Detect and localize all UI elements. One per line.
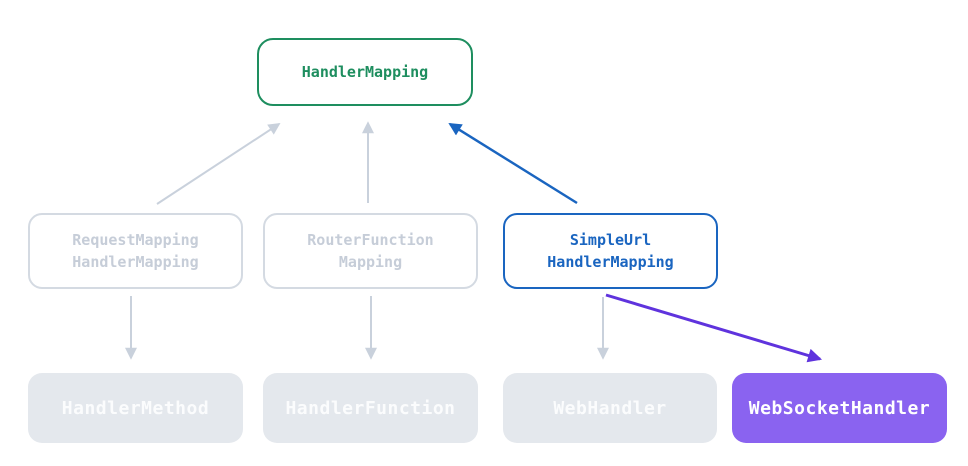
node-web-handler-label: WebHandler [553,397,667,419]
node-handler-method: HandlerMethod [28,373,243,443]
node-handler-mapping-label: HandlerMapping [301,63,429,81]
node-request-mapping-handler-mapping: RequestMapping HandlerMapping [28,213,243,289]
node-handler-method-label: HandlerMethod [61,397,210,419]
node-router-function-mapping-line1: RouterFunction [307,231,434,249]
node-simple-url-handler-mapping-line1: SimpleUrl [569,231,652,249]
node-handler-mapping: HandlerMapping [257,38,473,106]
node-simple-url-handler-mapping-line2: HandlerMapping [547,253,674,271]
node-simple-url-handler-mapping: SimpleUrl HandlerMapping [503,213,718,289]
node-web-socket-handler: WebSocketHandler [732,373,947,443]
edge-requestmapping-to-handlermapping [156,123,281,205]
node-web-socket-handler-label: WebSocketHandler [748,397,931,419]
edge-simpleurl-to-handlermapping [448,122,578,205]
edge-simpleurl-to-websockethandler [605,293,823,363]
node-web-handler: WebHandler [503,373,717,443]
node-request-mapping-handler-mapping-line2: HandlerMapping [72,253,199,271]
node-handler-function-label: HandlerFunction [285,397,456,419]
node-request-mapping-handler-mapping-line1: RequestMapping [72,231,199,249]
node-router-function-mapping: RouterFunction Mapping [263,213,478,289]
node-router-function-mapping-line2: Mapping [338,253,403,271]
node-handler-function: HandlerFunction [263,373,478,443]
